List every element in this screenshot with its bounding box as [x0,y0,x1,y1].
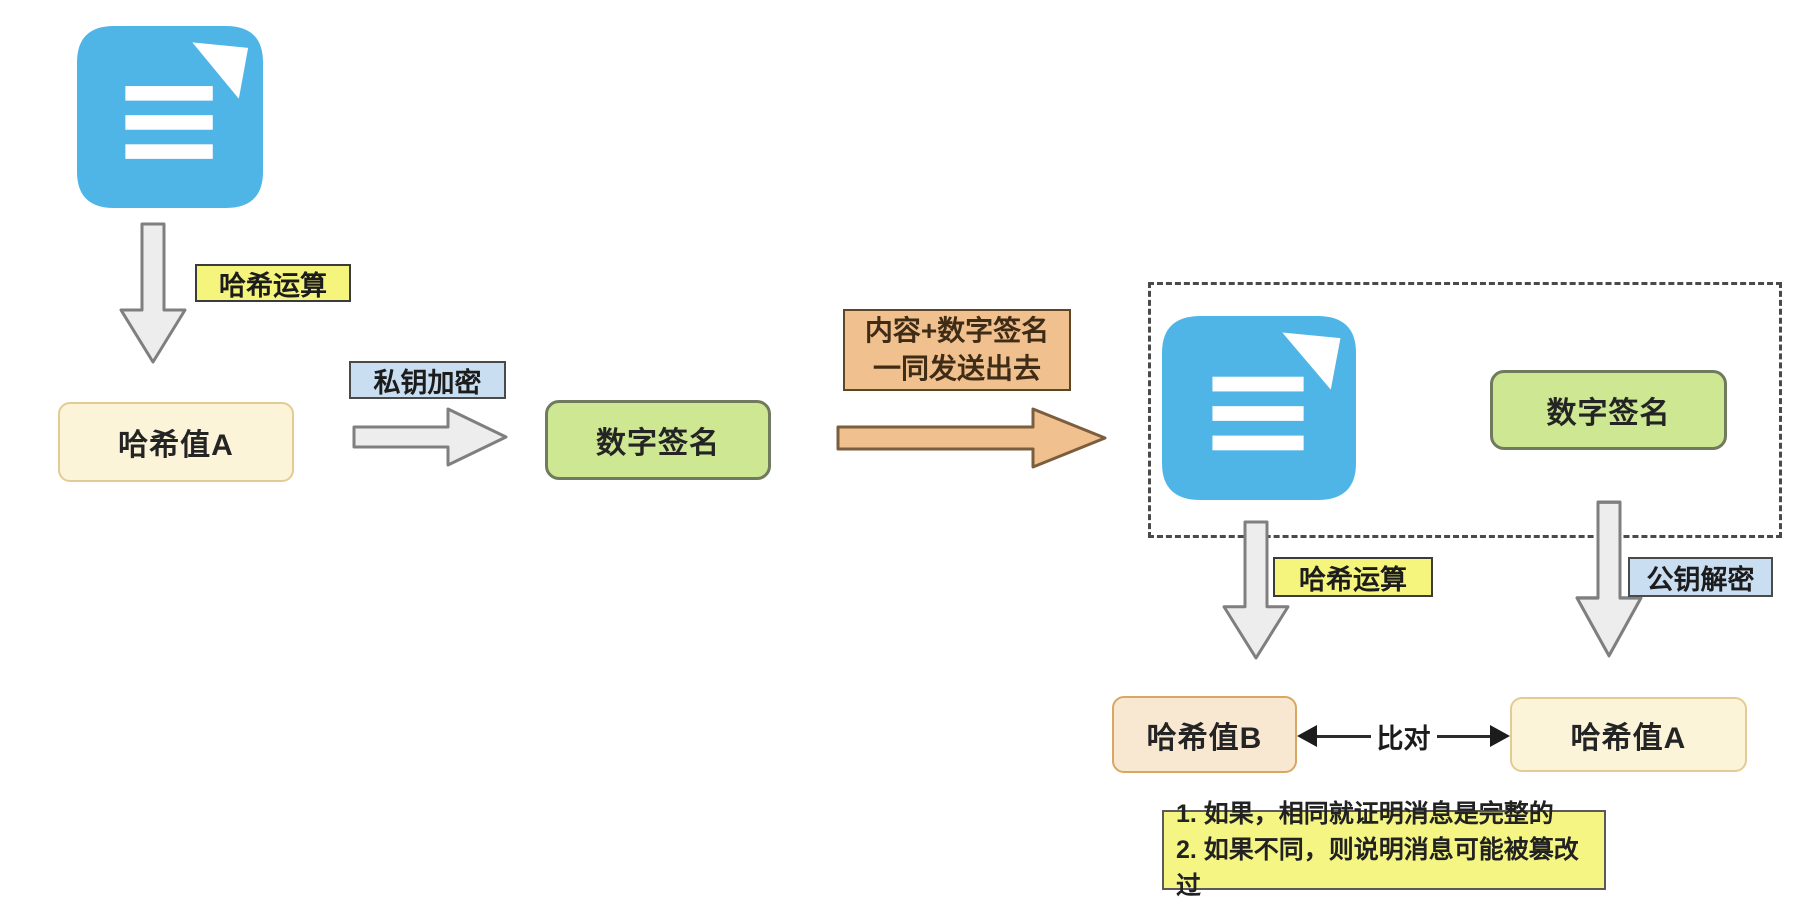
arrow-down-icon [1569,500,1649,658]
compare-line [1436,734,1490,738]
conclusion-notes: 1. 如果，相同就证明消息是完整的 2. 如果不同，则说明消息可能被篡改过 [1162,800,1606,900]
digital-signature-text: 数字签名 [596,427,720,460]
arrow-left-icon [1297,725,1317,747]
arrow-down-icon [1216,520,1296,660]
conclusion-note-line1: 1. 如果，相同就证明消息是完整的 [1176,799,1554,828]
private-key-encrypt-text: 私钥加密 [373,367,482,398]
received-digital-signature-text: 数字签名 [1546,397,1671,430]
hash-value-a-text: 哈希值A [118,429,234,462]
send-together-line2: 一同发送出去 [872,353,1041,384]
received-package-group [1148,282,1782,538]
public-key-decrypt-label: 公钥解密 [1628,557,1773,597]
arrow-right-icon [352,405,510,469]
orange-arrow-right-icon [835,405,1110,471]
conclusion-note-line2: 2. 如果不同，则说明消息可能被篡改过 [1176,835,1579,901]
arrow-down-icon [113,222,193,364]
receiver-hash-operation-label: 哈希运算 [1273,557,1433,597]
hash-operation-label: 哈希运算 [195,264,351,302]
hash-value-a-node: 哈希值A [58,402,294,482]
hash-operation-label-text: 哈希运算 [219,270,327,301]
receiver-hash-operation-text: 哈希运算 [1299,564,1407,595]
send-together-line1: 内容+数字签名 [864,315,1050,347]
arrow-right-icon [1490,725,1510,747]
hash-value-b-node: 哈希值B [1112,696,1297,773]
hash-value-b-text: 哈希值B [1146,721,1263,755]
document-icon [77,26,263,208]
digital-signature-node: 数字签名 [545,400,771,480]
compare-label: 比对 [1376,723,1431,754]
hash-value-a-result-node: 哈希值A [1510,697,1747,772]
compare-line [1317,734,1371,738]
send-together-label: 内容+数字签名 一同发送出去 [843,309,1071,391]
private-key-encrypt-label: 私钥加密 [349,361,506,399]
received-digital-signature-node: 数字签名 [1490,370,1727,450]
hash-value-a-result-text: 哈希值A [1570,721,1687,755]
compare-connector: 比对 [1297,714,1510,758]
public-key-decrypt-text: 公钥解密 [1646,564,1755,595]
document-icon [1162,316,1356,500]
